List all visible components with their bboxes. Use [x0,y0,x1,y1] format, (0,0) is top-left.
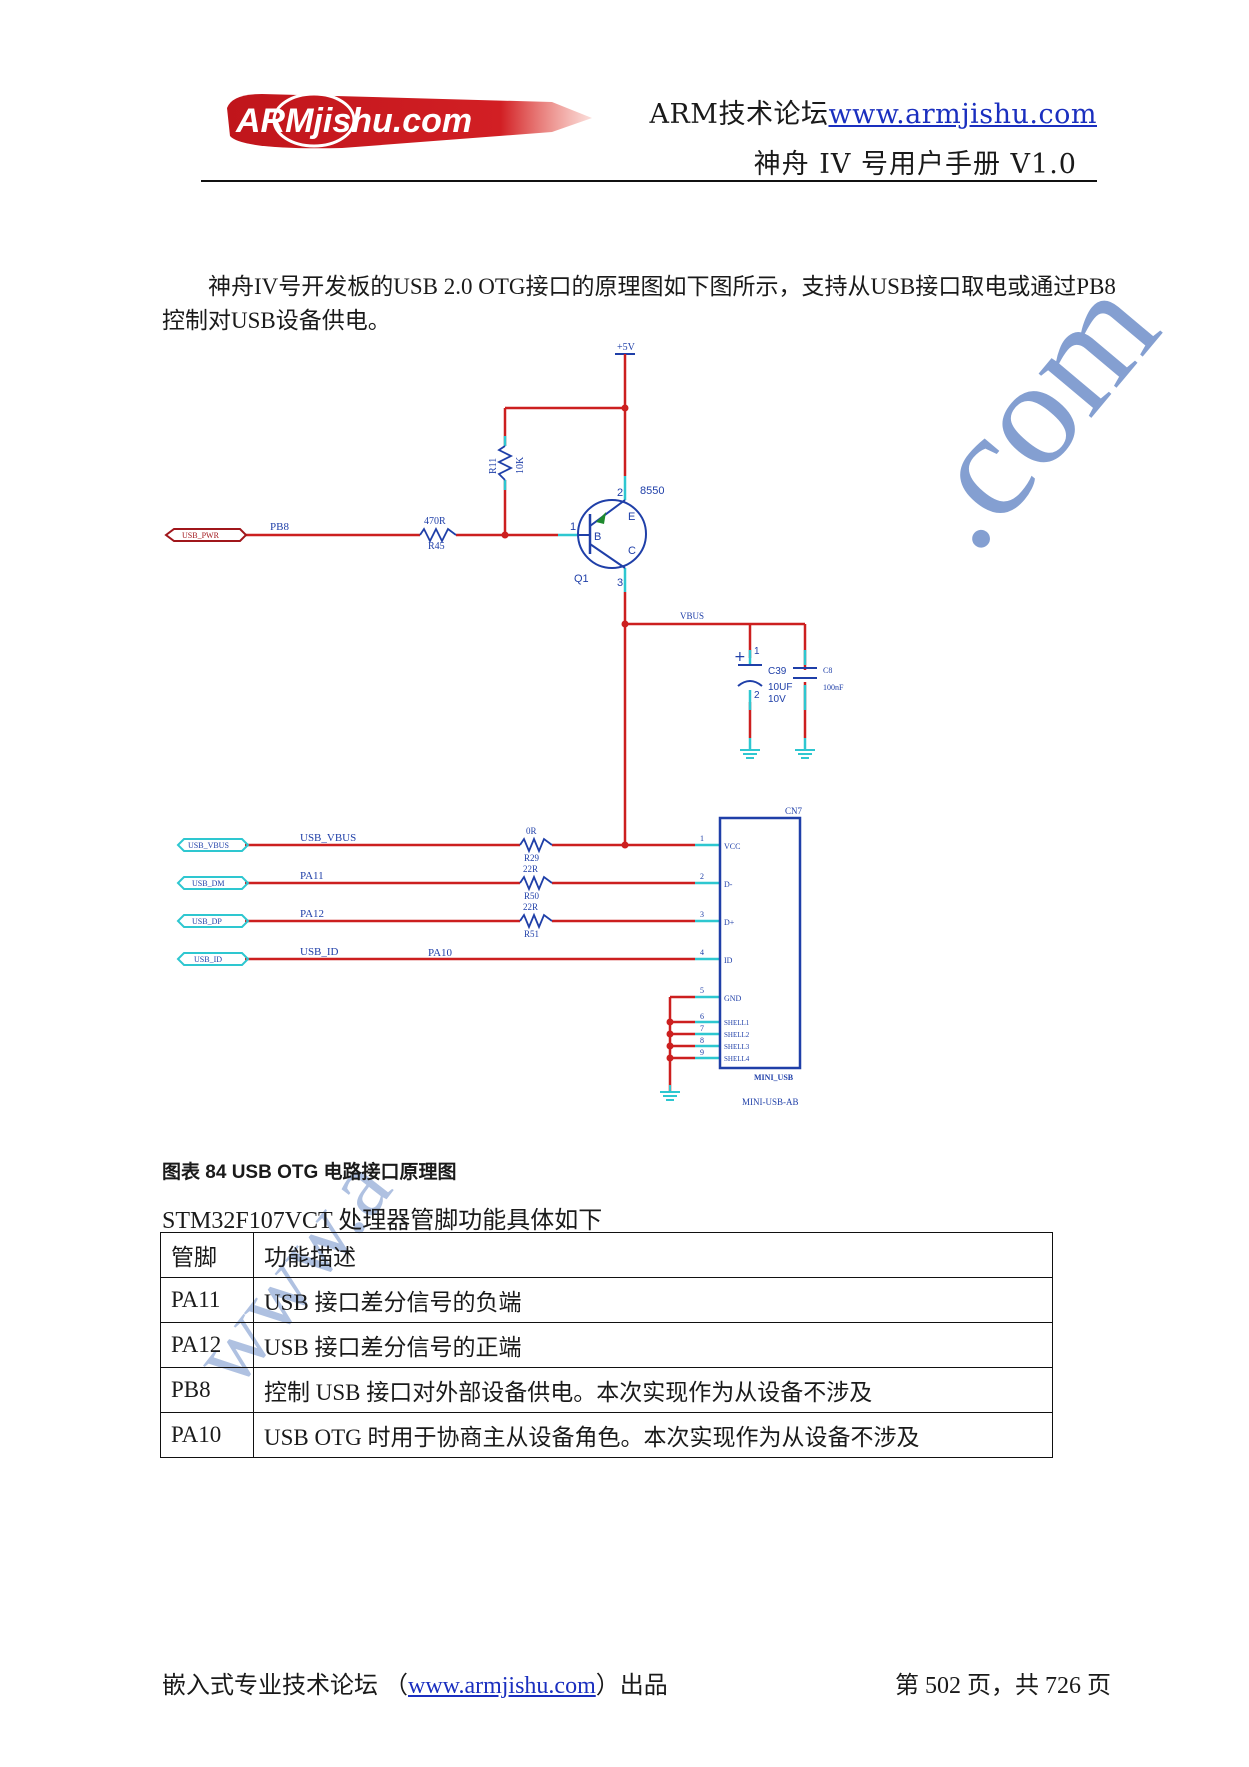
cn7-pin-num: 5 [700,986,704,995]
r29-ref: R29 [524,853,540,863]
table-row: PA12 USB 接口差分信号的正端 [160,1322,1053,1368]
net-usb-vbus: USB_VBUS [300,832,356,844]
table-header-row: 管脚 功能描述 [160,1232,1053,1278]
q1-ref: Q1 [574,573,589,585]
q1-pin2: 2 [617,487,623,499]
net-pb8: PB8 [270,521,289,533]
c8-ref: C8 [823,666,832,675]
forum-label: ARM技术论坛 [649,99,829,130]
cn7-pin-name: ID [724,956,733,965]
cn7-pin-num: 1 [700,834,704,843]
cn7-pin-num: 3 [700,910,704,919]
table-row: PA10 USB OTG 时用于协商主从设备角色。本次实现作为从设备不涉及 [160,1412,1053,1458]
table-row: PB8 控制 USB 接口对外部设备供电。本次实现作为从设备不涉及 [160,1367,1053,1413]
page-number: 第 502 页，共 726 页 [895,1673,1111,1699]
c39-value: 10UF [768,682,792,693]
r45-value: 470R [424,516,446,527]
r50-ref: R50 [524,891,540,901]
cn7-footprint: MINI-USB-AB [742,1097,799,1107]
r50-value: 22R [523,864,538,874]
port-usb-pwr: USB_PWR [182,531,220,540]
cn7-pin-num: 8 [700,1036,704,1045]
table-row: PA11 USB 接口差分信号的负端 [160,1277,1053,1323]
armjishu-logo[interactable]: ARMjishu.com [222,88,592,154]
cell-function: USB 接口差分信号的负端 [253,1277,1053,1323]
pin-function-table: 管脚 功能描述 PA11 USB 接口差分信号的负端 PA12 USB 接口差分… [160,1232,1053,1458]
cell-function: USB OTG 时用于协商主从设备角色。本次实现作为从设备不涉及 [253,1412,1053,1458]
port-usb-dm: USB_DM [192,879,224,888]
logo-text: ARMjishu.com [235,102,472,140]
port-usb-dp: USB_DP [192,917,222,926]
port-usb-id: USB_ID [194,955,222,964]
cn7-pin-num: 2 [700,872,704,881]
header-divider [201,180,1097,182]
r11-value: 10K [515,456,526,474]
cn7-pin-name: SHELL4 [724,1055,750,1063]
net-pa11: PA11 [300,870,324,882]
q1-pin3: 3 [617,577,623,589]
cell-pin: PB8 [160,1367,254,1413]
net-pa12: PA12 [300,908,324,920]
cell-function: 控制 USB 接口对外部设备供电。本次实现作为从设备不涉及 [253,1367,1053,1413]
table-intro: STM32F107VCT 处理器管脚功能具体如下 [162,1208,603,1234]
cn7-pin-name: GND [724,994,742,1003]
cn7-pin-num: 9 [700,1048,704,1057]
port-usb-vbus: USB_VBUS [188,841,229,850]
header-function: 功能描述 [253,1232,1053,1278]
cell-pin: PA12 [160,1322,254,1368]
net-pa10: PA10 [428,947,453,959]
cn7-pin-name: SHELL3 [724,1043,750,1051]
forum-url-link[interactable]: www.armjishu.com [828,99,1097,130]
figure-caption: 图表 84 USB OTG 电路接口原理图 [162,1162,457,1183]
intro-paragraph: 神舟IV号开发板的USB 2.0 OTG接口的原理图如下图所示，支持从USB接口… [162,274,1116,333]
footer-suffix: ）出品 [595,1673,668,1699]
c8-value: 100nF [823,683,844,692]
cn7-ref: CN7 [785,806,803,816]
svg-text:+: + [734,649,746,665]
q1-pin1: 1 [570,521,576,533]
q1-pin-b: B [594,531,601,543]
c39-voltage: 10V [768,694,786,705]
cell-pin: PA11 [160,1277,254,1323]
q1-part: 8550 [640,485,664,497]
cn7-pin-name: SHELL1 [724,1019,750,1027]
footer-prefix: 嵌入式专业技术论坛 （ [162,1673,408,1699]
c39-pin1: 1 [754,646,760,657]
cn7-pin-name: SHELL2 [724,1031,750,1039]
net-usb-id: USB_ID [300,946,339,958]
manual-title: 神舟 IV 号用户手册 V1.0 [753,149,1077,180]
r51-ref: R51 [524,929,539,939]
cn7-pin-num: 4 [700,948,704,957]
r45-ref: R45 [428,541,445,552]
header-forum: ARM技术论坛www.armjishu.com [649,92,1097,131]
c39-pin2: 2 [754,690,760,701]
cn7-pin-num: 6 [700,1012,704,1021]
cn7-name: MINI_USB [754,1073,794,1082]
footer-publisher: 嵌入式专业技术论坛 （www.armjishu.com）出品 [162,1665,668,1700]
cn7-pin-name: D- [724,880,733,889]
supply-label: +5V [617,342,636,353]
c39-ref: C39 [768,666,787,677]
usb-otg-schematic: +5V [164,342,844,1107]
cn7-pin-name: VCC [724,842,740,851]
cn7-pin-name: D+ [724,918,735,927]
r29-value: 0R [526,826,537,836]
header-pin: 管脚 [160,1232,254,1278]
q1-pin-e: E [628,511,635,523]
cn7-pin-num: 7 [700,1024,704,1033]
footer-url-link[interactable]: www.armjishu.com [408,1673,596,1699]
net-vbus: VBUS [680,611,704,621]
q1-pin-c: C [628,545,636,557]
r51-value: 22R [523,902,538,912]
r11-ref: R11 [488,458,499,474]
cell-pin: PA10 [160,1412,254,1458]
cell-function: USB 接口差分信号的正端 [253,1322,1053,1368]
